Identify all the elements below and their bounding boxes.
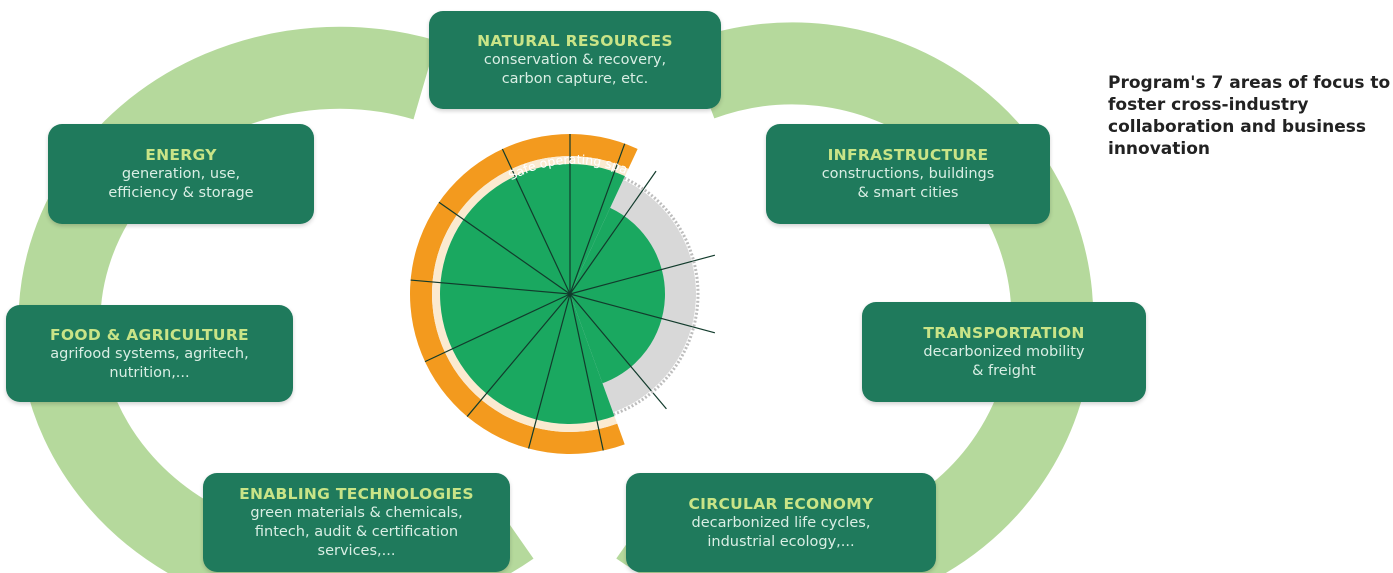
food-agriculture-desc: agrifood systems, agritech, nutrition,..… [50, 345, 249, 381]
natural-resources-box: NATURAL RESOURCES conservation & recover… [429, 11, 721, 109]
safe-operating-wheel [409, 134, 716, 455]
wheel-spoke [438, 201, 571, 295]
wheel-spoke [466, 293, 571, 417]
enabling-technologies-title: ENABLING TECHNOLOGIES [239, 485, 474, 503]
wheel-spoke [569, 143, 626, 295]
energy-box: ENERGY generation, use, efficiency & sto… [48, 124, 314, 224]
wheel-spoke [501, 148, 571, 295]
energy-title: ENERGY [145, 146, 217, 164]
side-note: Program's 7 areas of focus to foster cro… [1108, 73, 1391, 159]
infrastructure-box: INFRASTRUCTURE constructions, buildings … [766, 124, 1050, 224]
food-agriculture-box: FOOD & AGRICULTURE agrifood systems, agr… [6, 305, 293, 402]
enabling-technologies-desc: green materials & chemicals, fintech, au… [250, 505, 463, 559]
circular-economy-title: CIRCULAR ECONOMY [688, 494, 874, 513]
natural-resources-desc: conservation & recovery, carbon capture,… [483, 52, 667, 87]
infrastructure-title: INFRASTRUCTURE [827, 146, 989, 164]
wheel-outer-dotted-ring [613, 176, 700, 416]
wheel-green-body-right [570, 207, 666, 384]
infrastructure-desc: constructions, buildings & smart cities [821, 166, 995, 201]
wheel-green-body [440, 163, 625, 425]
energy-desc: generation, use, efficiency & storage [108, 166, 254, 201]
wheel-spoke [569, 293, 604, 451]
transportation-box: TRANSPORTATION decarbonized mobility & f… [862, 302, 1146, 402]
wheel-spoke [569, 170, 657, 295]
wheel-spoke [569, 254, 716, 295]
enabling-technologies-box: ENABLING TECHNOLOGIES green materials & … [203, 473, 510, 572]
wheel-spoke [410, 279, 571, 295]
transportation-desc: decarbonized mobility & freight [923, 344, 1085, 379]
natural-resources-title: NATURAL RESOURCES [477, 32, 673, 50]
transportation-title: TRANSPORTATION [923, 324, 1085, 342]
circular-economy-box: CIRCULAR ECONOMY decarbonized life cycle… [626, 473, 936, 572]
wheel-spoke [424, 293, 571, 363]
wheel-spoke [528, 293, 571, 449]
food-agriculture-title: FOOD & AGRICULTURE [50, 325, 249, 344]
wheel-spoke [569, 293, 716, 334]
wheel-spoke [569, 293, 667, 410]
circular-economy-desc: decarbonized life cycles, industrial eco… [691, 514, 871, 550]
